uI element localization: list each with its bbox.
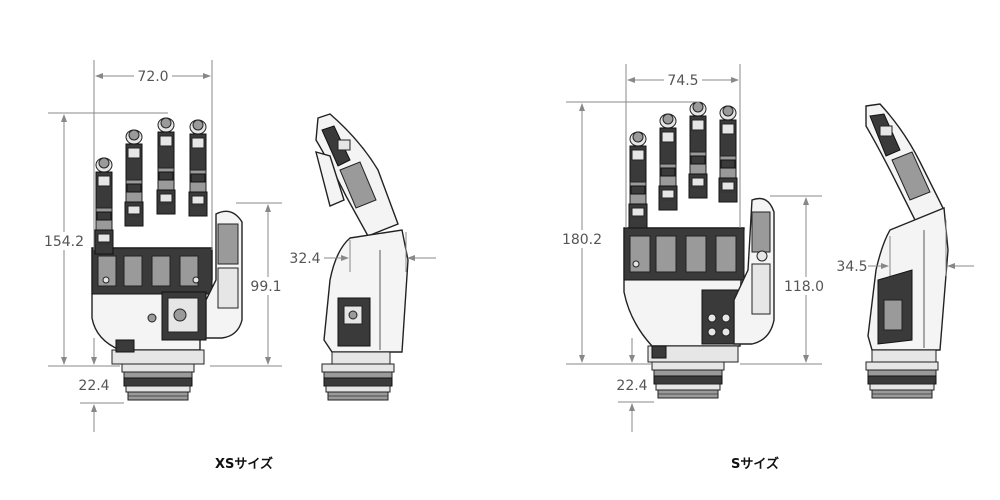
s-base-label: 22.4 [616, 378, 647, 394]
s-index-finger [718, 105, 738, 203]
s-width-label: 74.5 [667, 73, 698, 89]
xs-ring-finger [124, 129, 144, 227]
s-side-dimension: 34.5 [836, 220, 974, 276]
xs-thumb-height-dimension: 99.1 [210, 202, 287, 367]
xs-side-view [315, 113, 409, 401]
xs-base-label: 22.4 [78, 378, 109, 394]
s-width-dimension: 74.5 [625, 64, 741, 228]
s-side-view [865, 103, 949, 399]
xs-caption: XSサイズ [215, 456, 273, 472]
xs-side-dimension: 32.4 [289, 232, 436, 272]
xs-height-label: 154.2 [44, 234, 84, 250]
xs-little-finger [94, 157, 114, 255]
s-thumb-height-label: 118.0 [784, 279, 824, 295]
xs-width-label: 72.0 [137, 69, 168, 85]
s-thumb-height-dimension: 118.0 [740, 195, 828, 365]
xs-base-dimension: 22.4 [78, 338, 124, 432]
s-side-label: 34.5 [836, 259, 867, 275]
s-height-label: 180.2 [562, 232, 602, 248]
s-middle-finger [688, 101, 708, 199]
xs-width-dimension: 72.0 [93, 60, 213, 250]
xs-front-view [91, 117, 243, 401]
s-ring-finger [658, 113, 678, 211]
s-height-dimension: 180.2 [558, 101, 700, 365]
xs-index-finger [188, 119, 208, 217]
s-little-finger [628, 131, 648, 229]
xs-thumb-height-label: 99.1 [250, 279, 281, 295]
xs-middle-finger [156, 117, 176, 215]
s-base-dimension: 22.4 [616, 338, 654, 432]
s-caption: Sサイズ [731, 456, 779, 472]
s-front-view [623, 101, 775, 399]
xs-side-label: 32.4 [289, 251, 320, 267]
